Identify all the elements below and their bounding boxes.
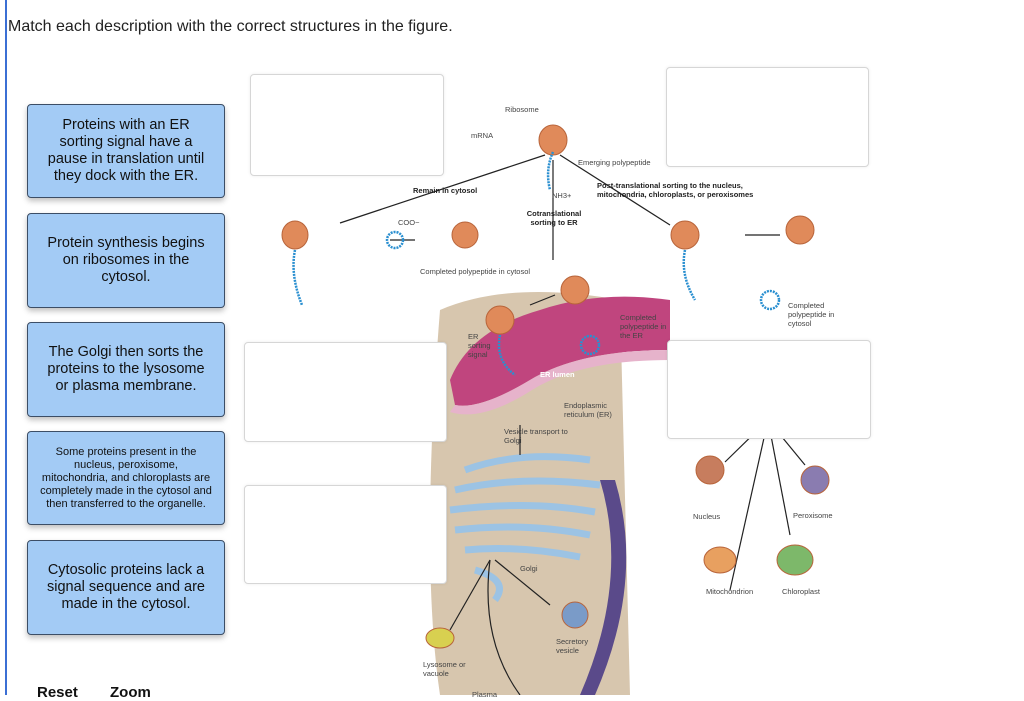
label-vesicle-transport: Vesicle transport to Golgi xyxy=(504,427,568,445)
draggable-card-golgi-sorts[interactable]: The Golgi then sorts the proteins to the… xyxy=(27,322,225,417)
label-nh3: NH3+ xyxy=(552,191,572,200)
label-lysosome: Lysosome or vacuole xyxy=(423,660,466,678)
label-mrna: mRNA xyxy=(471,131,494,140)
label-chloroplast: Chloroplast xyxy=(782,587,820,596)
label-peroxisome: Peroxisome xyxy=(793,511,833,520)
label-secretory-vesicle: Secretory vesicle xyxy=(556,637,589,655)
label-golgi: Golgi xyxy=(520,564,538,573)
left-border xyxy=(5,0,7,695)
label-cotranslational: Cotranslational sorting to ER xyxy=(526,209,582,227)
drop-target-2[interactable] xyxy=(666,67,869,167)
card-text: Proteins with an ER sorting signal have … xyxy=(47,117,205,184)
draggable-card-cytosolic[interactable]: Cytosolic proteins lack a signal sequenc… xyxy=(27,540,225,635)
drop-target-4[interactable] xyxy=(667,340,871,439)
card-text: Protein synthesis begins on ribosomes in… xyxy=(47,235,205,285)
figure-art xyxy=(281,124,830,696)
draggable-card-post-translational[interactable]: Some proteins present in the nucleus, pe… xyxy=(27,431,225,525)
card-text: The Golgi then sorts the proteins to the… xyxy=(47,344,205,394)
card-text: Some proteins present in the nucleus, pe… xyxy=(40,445,212,510)
draggable-card-er-pause[interactable]: Proteins with an ER sorting signal have … xyxy=(27,104,225,198)
label-completed-cytosol: Completed polypeptide in cytosol xyxy=(420,267,531,276)
label-er-signal: ER sorting signal xyxy=(468,332,491,359)
er-membrane xyxy=(450,350,670,415)
instruction-text: Match each description with the correct … xyxy=(8,18,453,35)
label-coo: COO− xyxy=(398,218,420,227)
label-remain-cytosol: Remain in cytosol xyxy=(413,186,478,195)
drop-target-3[interactable] xyxy=(244,342,447,442)
label-post-translational: Post-translational sorting to the nucleu… xyxy=(597,181,754,199)
label-completed-cytosol-2: Completed polypeptide in cytosol xyxy=(788,301,835,328)
label-er: Endoplasmic reticulum (ER) xyxy=(564,401,612,419)
golgi-apparatus xyxy=(449,453,601,603)
plasma-membrane xyxy=(580,480,627,695)
label-mitochondrion: Mitochondrion xyxy=(706,587,754,596)
card-text: Cytosolic proteins lack a signal sequenc… xyxy=(46,562,205,612)
label-nucleus: Nucleus xyxy=(693,512,721,521)
label-ribosome: Ribosome xyxy=(505,105,539,114)
ribosomes xyxy=(281,124,830,649)
label-emerging: Emerging polypeptide xyxy=(578,158,651,167)
protein-sorting-figure: Ribosome mRNA Emerging polypeptide Remai… xyxy=(250,60,850,699)
drop-target-1[interactable] xyxy=(250,74,444,176)
polypeptides xyxy=(292,151,781,376)
zoom-button[interactable]: Zoom xyxy=(110,684,151,701)
label-completed-er: Completed polypeptide in the ER xyxy=(620,313,667,340)
reset-button[interactable]: Reset xyxy=(37,684,78,701)
label-er-lumen: ER lumen xyxy=(540,370,575,379)
draggable-card-synthesis-begins[interactable]: Protein synthesis begins on ribosomes in… xyxy=(27,213,225,308)
drop-target-5[interactable] xyxy=(244,485,447,584)
